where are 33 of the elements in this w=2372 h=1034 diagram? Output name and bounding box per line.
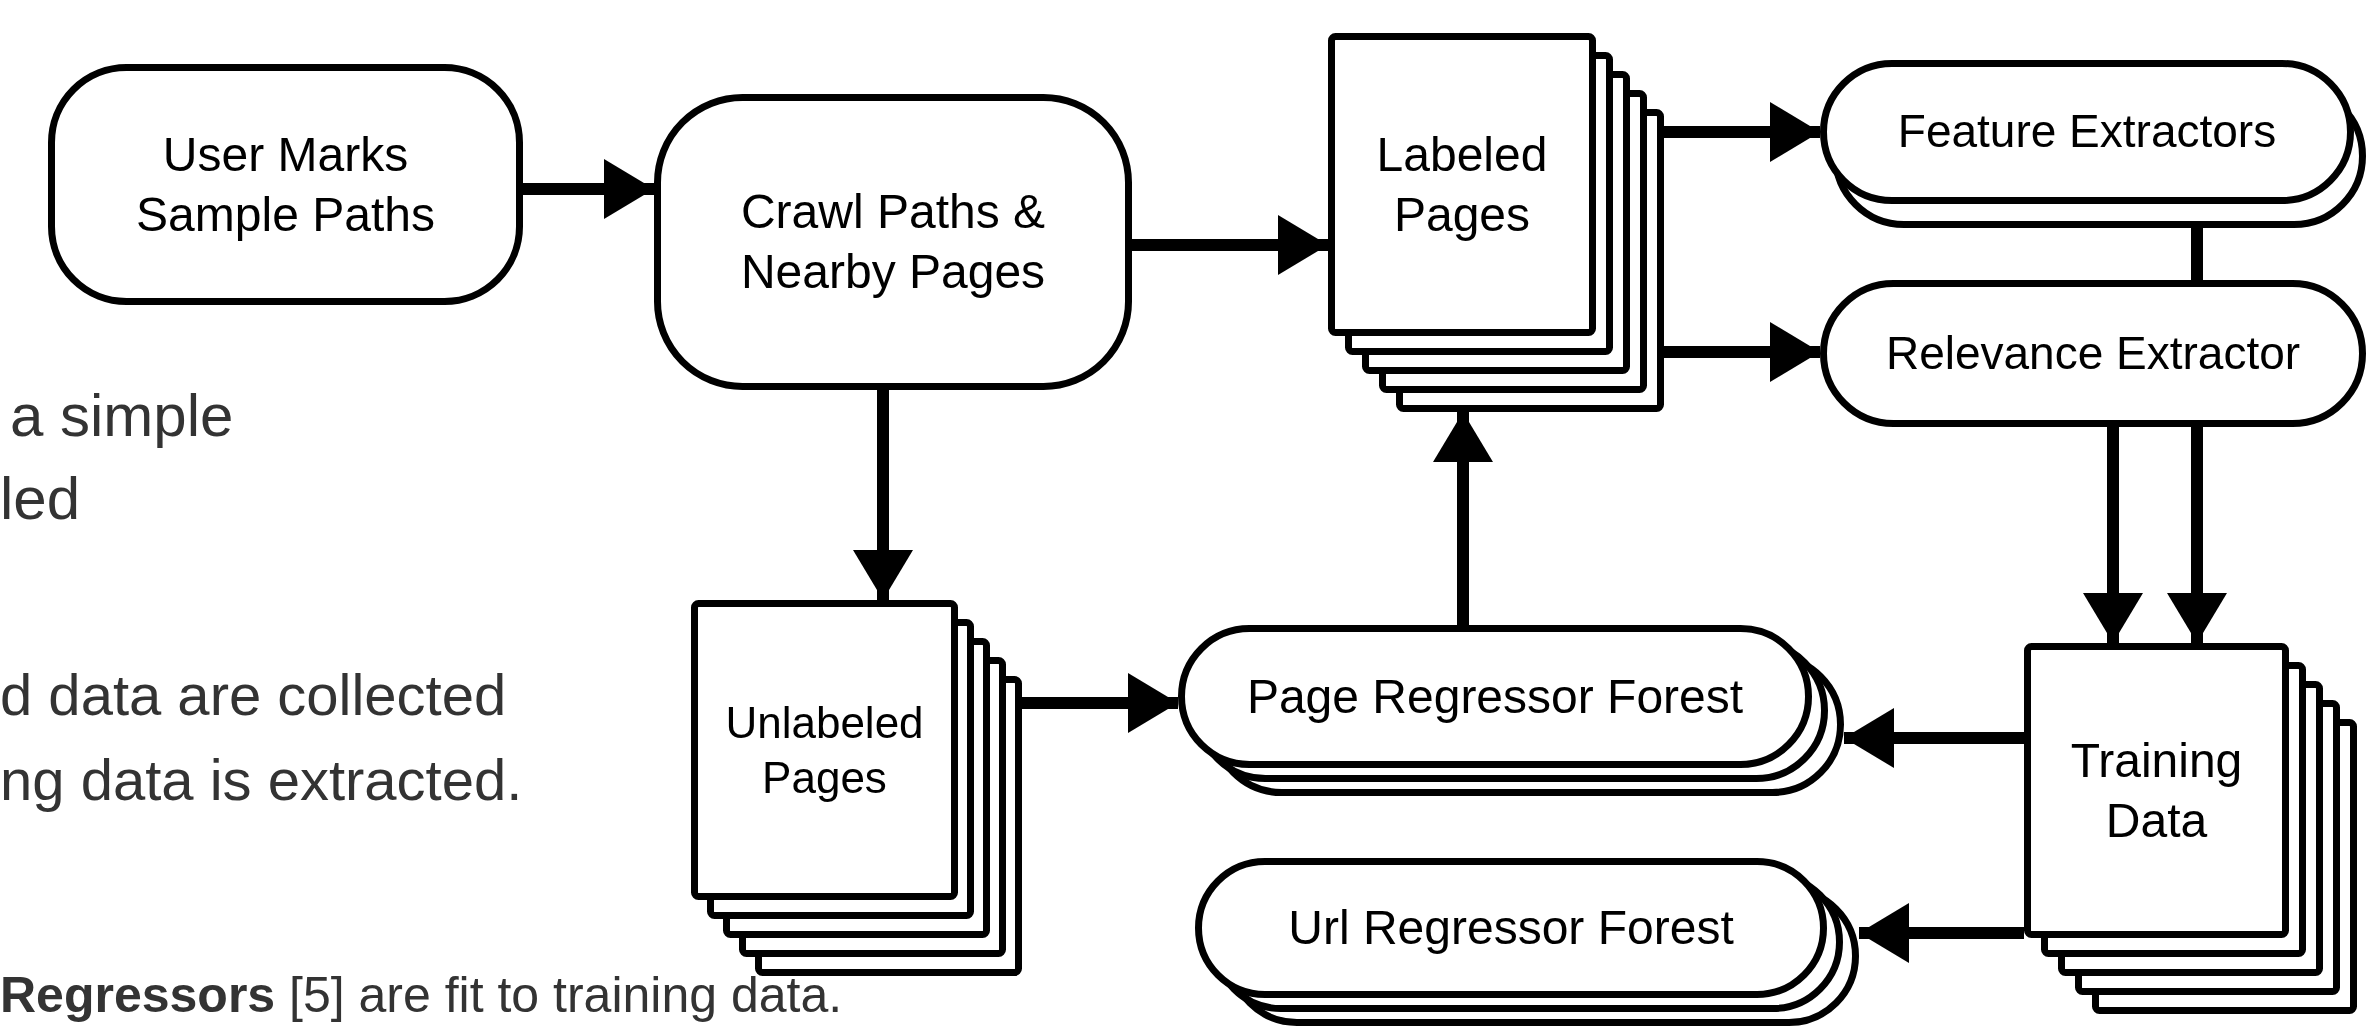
node-label: Training Data: [2069, 732, 2244, 849]
arrow: [523, 159, 654, 219]
node-label: User Marks Sample Paths: [135, 126, 436, 243]
arrow: [2083, 427, 2143, 643]
slide-text: ng data is extracted.: [0, 746, 523, 814]
node-label: Page Regressor Forest: [1246, 668, 1744, 725]
arrow: [1664, 102, 1820, 162]
node-label: Crawl Paths & Nearby Pages: [739, 184, 1047, 300]
arrow: [1859, 903, 2024, 963]
pill-stack: [1820, 60, 2366, 228]
pill-stack: [1195, 858, 1859, 1026]
rounded-box: [654, 94, 1132, 390]
arrow: [1664, 322, 1820, 382]
slide-text: d data are collected: [0, 661, 507, 729]
arrow: [2167, 427, 2227, 643]
arrow: [1844, 708, 2024, 768]
page-stack: [1328, 33, 1664, 412]
pill-stack: [1178, 625, 1844, 796]
node-label: Url Regressor Forest: [1288, 900, 1734, 956]
slide-text: a simple: [10, 381, 234, 451]
slide-text: led: [0, 464, 81, 534]
rounded-box: [48, 64, 523, 305]
slide-text: Regressors [5] are fit to training data.: [0, 966, 843, 1025]
node-label: Relevance Extractor: [1885, 325, 2301, 381]
arrow: [853, 390, 913, 600]
node-label: Unlabeled Pages: [724, 697, 925, 804]
page-stack: [2024, 643, 2357, 1014]
arrow: [1022, 673, 1178, 733]
arrow: [1433, 412, 1493, 625]
node-label: Labeled Pages: [1375, 126, 1549, 243]
page-stack: [691, 600, 1022, 976]
arrow: [1132, 215, 1328, 275]
node-label: Feature Extractors: [1897, 104, 2277, 160]
